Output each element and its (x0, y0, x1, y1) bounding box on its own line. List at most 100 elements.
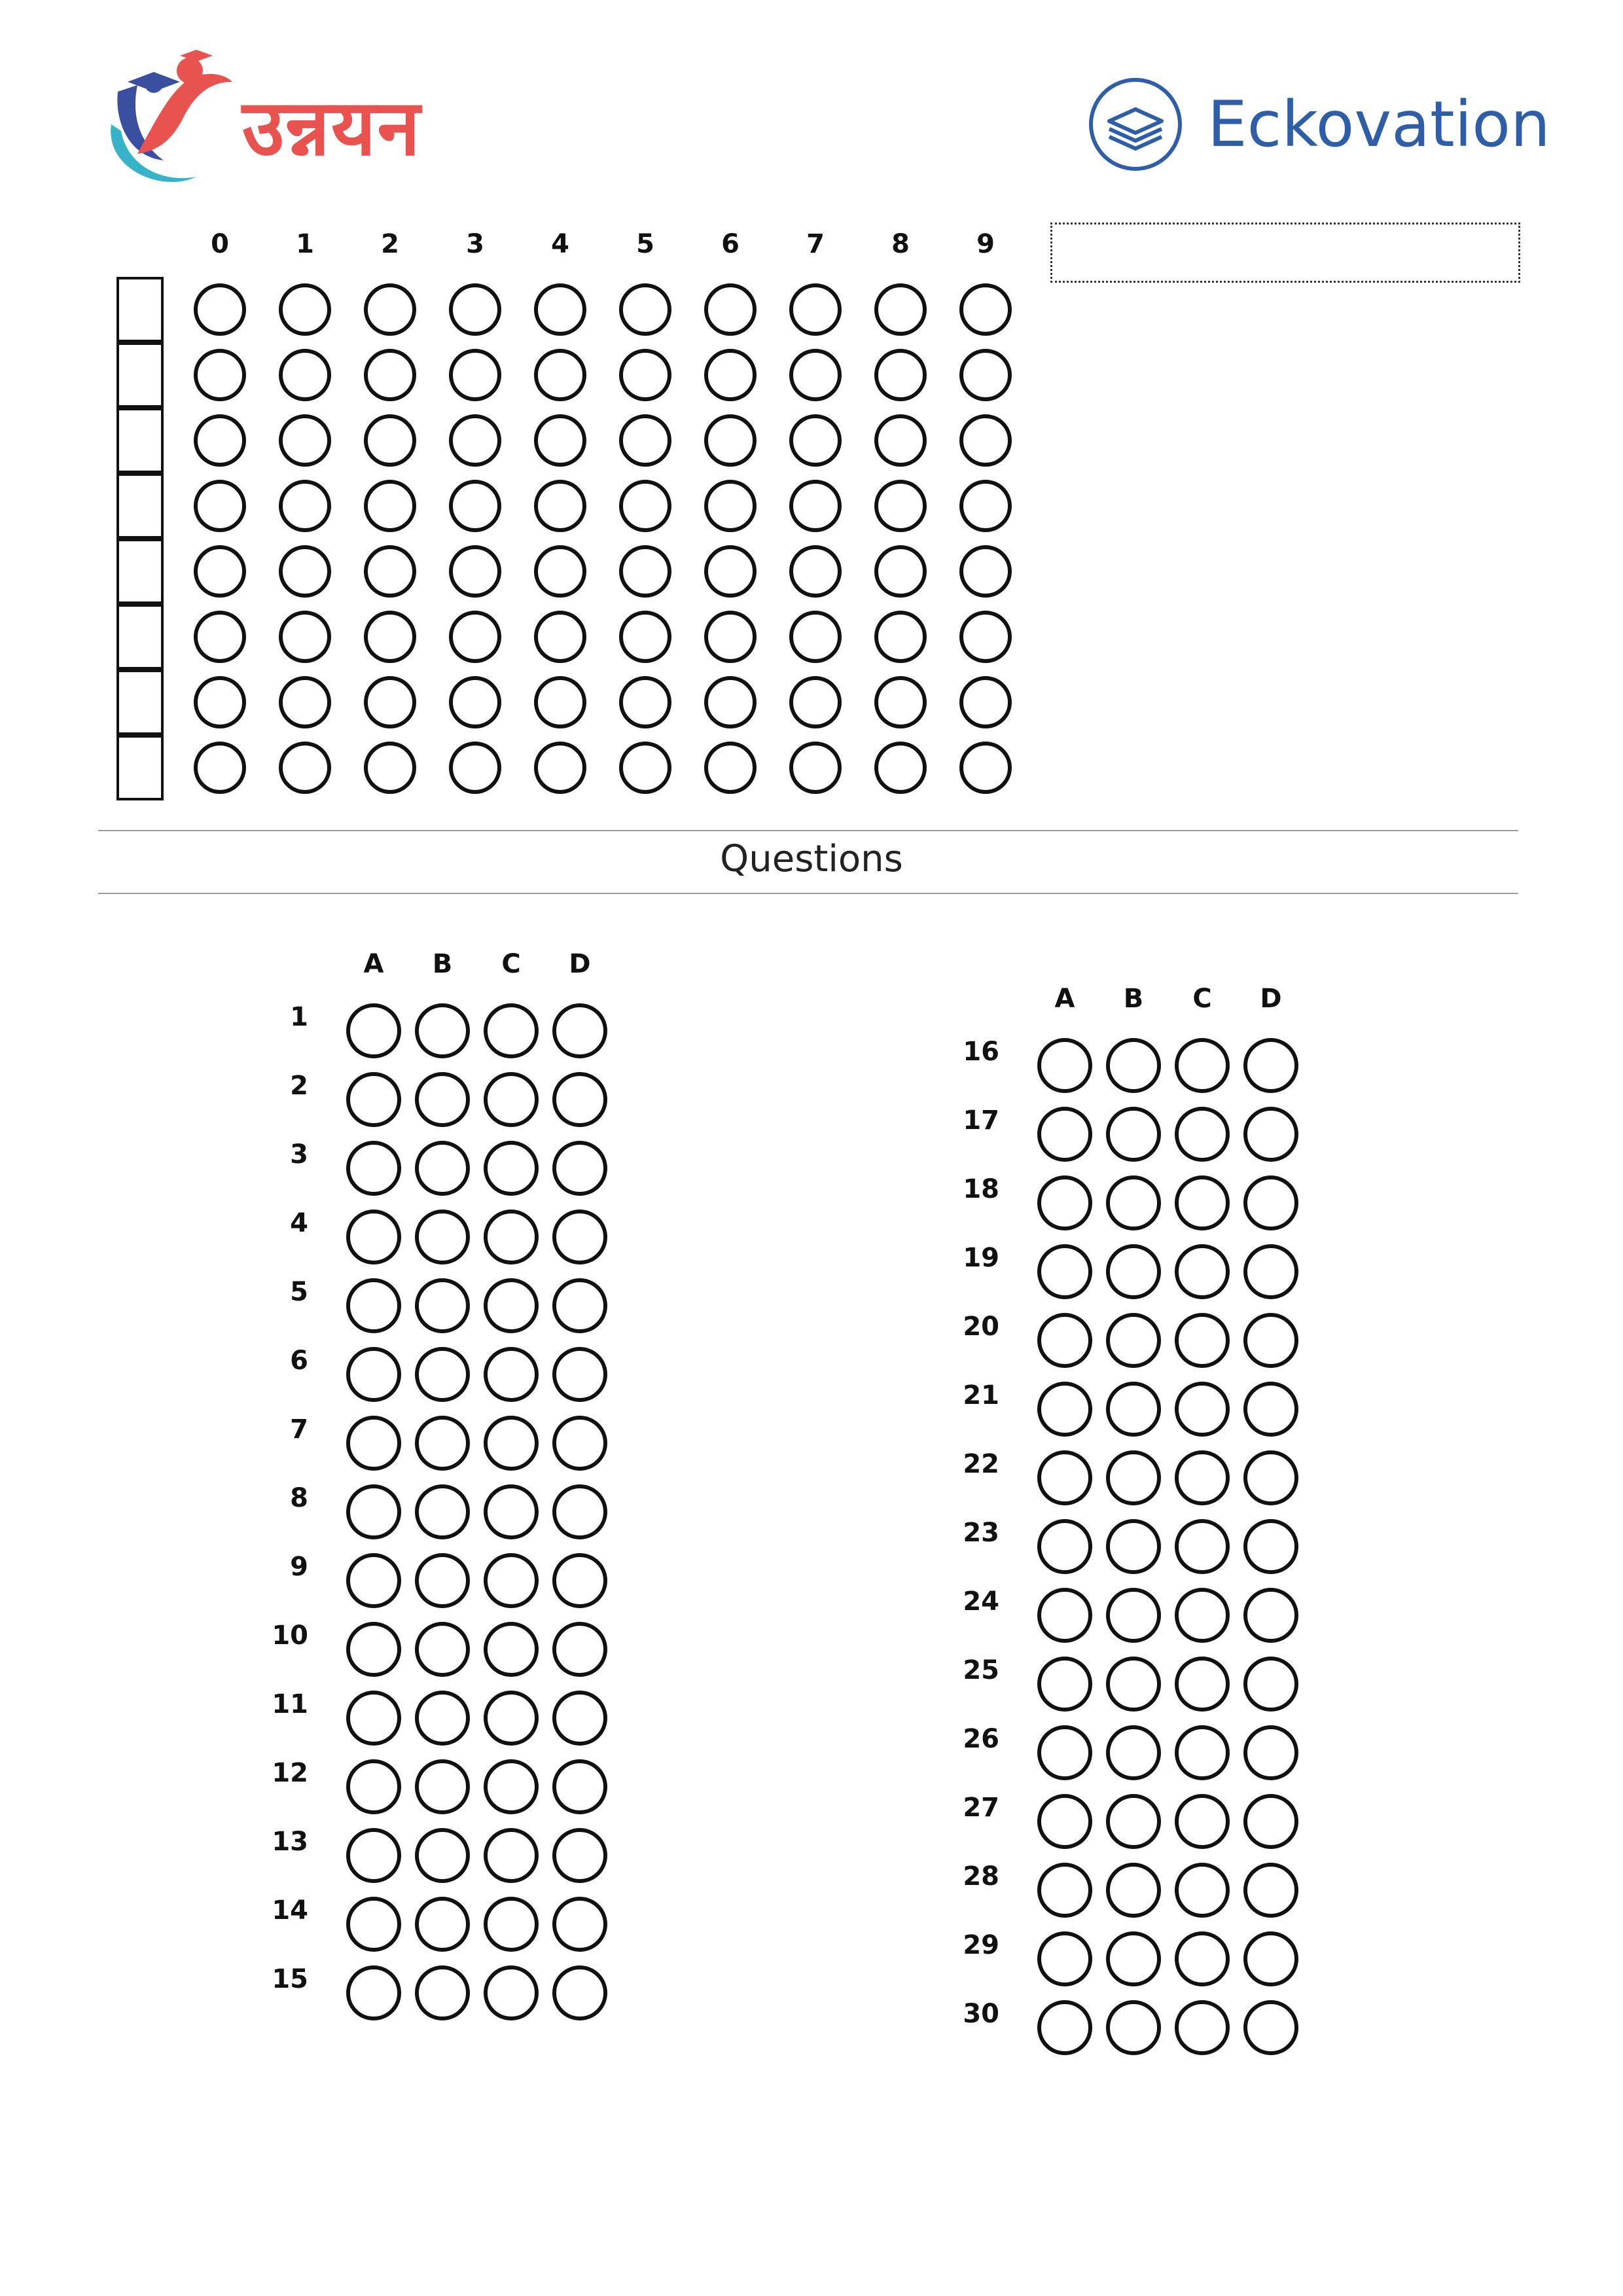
id-digit-bubble[interactable] (619, 742, 671, 794)
answer-bubble[interactable] (346, 1072, 401, 1127)
answer-bubble[interactable] (1037, 1863, 1092, 1918)
id-digit-bubble[interactable] (874, 742, 927, 794)
answer-bubble[interactable] (346, 1553, 401, 1608)
answer-bubble[interactable] (1037, 1519, 1092, 1574)
answer-bubble[interactable] (1175, 1175, 1230, 1230)
answer-bubble[interactable] (1037, 1450, 1092, 1505)
id-digit-bubble[interactable] (619, 283, 671, 336)
answer-bubble[interactable] (552, 1553, 607, 1608)
answer-bubble[interactable] (1106, 1794, 1161, 1849)
id-digit-bubble[interactable] (534, 611, 586, 663)
id-digit-bubble[interactable] (194, 349, 246, 401)
answer-bubble[interactable] (346, 1141, 401, 1196)
id-digit-write-cell[interactable] (116, 473, 164, 539)
answer-bubble[interactable] (346, 1897, 401, 1952)
id-digit-bubble[interactable] (789, 349, 842, 401)
answer-bubble[interactable] (1106, 1038, 1161, 1093)
answer-bubble[interactable] (1037, 1175, 1092, 1230)
id-digit-bubble[interactable] (449, 349, 501, 401)
id-digit-bubble[interactable] (364, 480, 416, 532)
id-digit-bubble[interactable] (959, 545, 1012, 598)
id-digit-bubble[interactable] (789, 480, 842, 532)
answer-bubble[interactable] (1106, 1863, 1161, 1918)
answer-bubble[interactable] (552, 1691, 607, 1746)
answer-bubble[interactable] (346, 1759, 401, 1814)
answer-bubble[interactable] (1106, 1107, 1161, 1162)
answer-bubble[interactable] (484, 1897, 539, 1952)
id-digit-bubble[interactable] (959, 283, 1012, 336)
answer-bubble[interactable] (552, 1622, 607, 1677)
id-entry-box[interactable] (1050, 223, 1520, 283)
id-digit-bubble[interactable] (534, 349, 586, 401)
id-digit-bubble[interactable] (789, 414, 842, 467)
id-digit-bubble[interactable] (449, 676, 501, 728)
answer-bubble[interactable] (1175, 1794, 1230, 1849)
answer-bubble[interactable] (552, 1141, 607, 1196)
answer-bubble[interactable] (1243, 1244, 1298, 1299)
id-digit-write-cell[interactable] (116, 539, 164, 604)
answer-bubble[interactable] (1037, 1313, 1092, 1368)
answer-bubble[interactable] (1243, 1657, 1298, 1712)
answer-bubble[interactable] (1106, 1313, 1161, 1368)
answer-bubble[interactable] (1243, 1382, 1298, 1437)
answer-bubble[interactable] (484, 1141, 539, 1196)
id-digit-bubble[interactable] (874, 676, 927, 728)
answer-bubble[interactable] (1037, 1794, 1092, 1849)
answer-bubble[interactable] (415, 1484, 470, 1539)
answer-bubble[interactable] (1175, 1244, 1230, 1299)
id-digit-bubble[interactable] (449, 480, 501, 532)
id-digit-bubble[interactable] (364, 283, 416, 336)
id-digit-bubble[interactable] (364, 545, 416, 598)
id-digit-bubble[interactable] (789, 676, 842, 728)
id-digit-bubble[interactable] (619, 480, 671, 532)
id-digit-bubble[interactable] (959, 480, 1012, 532)
answer-bubble[interactable] (1243, 1450, 1298, 1505)
answer-bubble[interactable] (415, 1141, 470, 1196)
answer-bubble[interactable] (1106, 1519, 1161, 1574)
answer-bubble[interactable] (1037, 1588, 1092, 1643)
answer-bubble[interactable] (484, 1278, 539, 1333)
id-digit-write-cell[interactable] (116, 408, 164, 473)
answer-bubble[interactable] (552, 1072, 607, 1127)
id-digit-bubble[interactable] (194, 283, 246, 336)
answer-bubble[interactable] (1037, 1382, 1092, 1437)
id-digit-bubble[interactable] (704, 414, 757, 467)
id-digit-bubble[interactable] (874, 283, 927, 336)
id-digit-bubble[interactable] (959, 611, 1012, 663)
answer-bubble[interactable] (1106, 1450, 1161, 1505)
answer-bubble[interactable] (415, 1759, 470, 1814)
answer-bubble[interactable] (1175, 1657, 1230, 1712)
id-digit-bubble[interactable] (364, 414, 416, 467)
answer-bubble[interactable] (1175, 1588, 1230, 1643)
answer-bubble[interactable] (484, 1622, 539, 1677)
answer-bubble[interactable] (1243, 1519, 1298, 1574)
answer-bubble[interactable] (415, 1897, 470, 1952)
answer-bubble[interactable] (1037, 2000, 1092, 2055)
answer-bubble[interactable] (415, 1347, 470, 1402)
answer-bubble[interactable] (346, 1965, 401, 2020)
id-digit-bubble[interactable] (449, 414, 501, 467)
id-digit-write-cell[interactable] (116, 277, 164, 342)
answer-bubble[interactable] (552, 1210, 607, 1265)
id-digit-bubble[interactable] (704, 283, 757, 336)
answer-bubble[interactable] (552, 1897, 607, 1952)
answer-bubble[interactable] (1037, 1725, 1092, 1780)
answer-bubble[interactable] (484, 1828, 539, 1883)
id-digit-bubble[interactable] (449, 283, 501, 336)
id-digit-bubble[interactable] (194, 480, 246, 532)
answer-bubble[interactable] (1175, 1107, 1230, 1162)
answer-bubble[interactable] (484, 1691, 539, 1746)
answer-bubble[interactable] (1243, 2000, 1298, 2055)
answer-bubble[interactable] (1106, 1725, 1161, 1780)
answer-bubble[interactable] (552, 1828, 607, 1883)
answer-bubble[interactable] (415, 1828, 470, 1883)
id-digit-bubble[interactable] (364, 676, 416, 728)
answer-bubble[interactable] (1243, 1794, 1298, 1849)
answer-bubble[interactable] (1106, 2000, 1161, 2055)
id-digit-bubble[interactable] (534, 676, 586, 728)
answer-bubble[interactable] (1243, 1725, 1298, 1780)
answer-bubble[interactable] (484, 1484, 539, 1539)
answer-bubble[interactable] (1106, 1931, 1161, 1986)
answer-bubble[interactable] (552, 1416, 607, 1471)
id-digit-bubble[interactable] (364, 742, 416, 794)
